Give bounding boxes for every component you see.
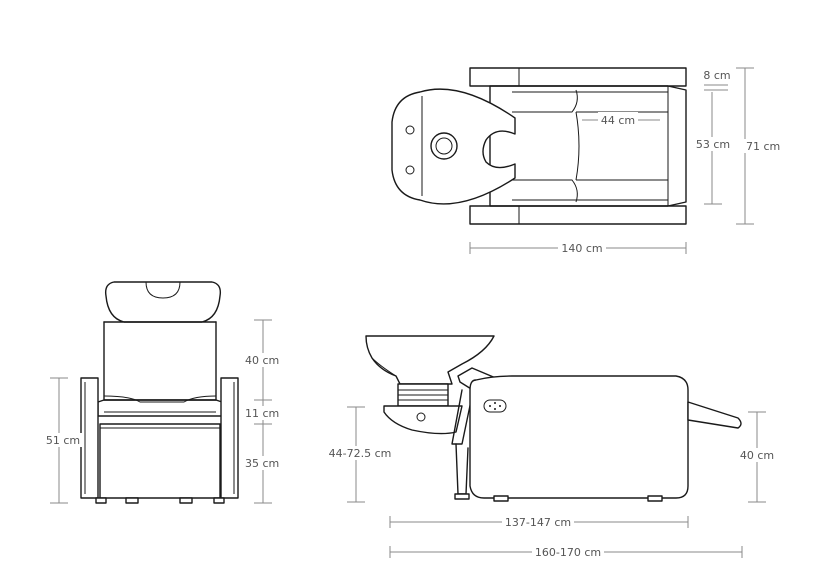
label-seat-cushion: 11 cm	[245, 407, 279, 420]
label-leg-height: 40 cm	[740, 449, 774, 462]
dim-total-length: 160-170 cm	[389, 545, 743, 559]
label-seat-length: 44 cm	[601, 114, 635, 127]
label-basin-height: 44-72.5 cm	[329, 447, 392, 460]
label-body-length: 137-147 cm	[505, 516, 571, 529]
label-total-length: 160-170 cm	[535, 546, 601, 559]
front-armrest-left	[80, 377, 99, 499]
label-top-length: 140 cm	[561, 242, 602, 255]
label-seat-width: 53 cm	[696, 138, 730, 151]
dim-body-length: 137-147 cm	[389, 515, 689, 529]
side-basin	[365, 335, 495, 385]
dim-basin-height: 44-72.5 cm	[327, 406, 393, 503]
front-view: 51 cm 40 cm 11 cm 35 cm	[44, 281, 282, 504]
dim-total-width: 71 cm	[736, 67, 782, 225]
top-armrest	[469, 67, 687, 87]
front-basin	[104, 281, 222, 323]
label-seat-height: 35 cm	[245, 457, 279, 470]
dim-frame-width: 8 cm	[703, 69, 731, 91]
front-armrest-right	[220, 377, 239, 499]
label-backrest-height: 40 cm	[245, 354, 279, 367]
dim-top-length: 140 cm	[469, 241, 687, 255]
label-frame-width: 8 cm	[703, 69, 730, 82]
top-basin	[391, 88, 516, 205]
front-feet	[95, 497, 225, 504]
side-feet	[454, 493, 663, 502]
top-seat	[489, 85, 687, 207]
dim-armrest-height: 51 cm	[44, 377, 82, 504]
side-legrest	[687, 401, 742, 429]
label-armrest-height: 51 cm	[46, 434, 80, 447]
dim-seat-width: 53 cm	[695, 92, 731, 205]
front-backrest	[103, 321, 217, 403]
side-view: 44-72.5 cm 40 cm 137-147 cm 160-170 cm	[327, 335, 776, 559]
top-view: 44 cm 8 cm 53 cm 71 cm 14	[391, 67, 782, 255]
side-basin-neck	[397, 383, 449, 407]
front-base	[99, 423, 221, 499]
dim-leg-height: 40 cm	[738, 411, 776, 503]
side-basin-bracket	[383, 405, 463, 435]
side-body	[469, 375, 689, 499]
dim-front-heights: 40 cm 11 cm 35 cm	[244, 319, 282, 504]
label-total-width: 71 cm	[746, 140, 780, 153]
dim-seat-length: 44 cm	[582, 112, 660, 127]
bottom-armrest	[469, 205, 687, 225]
